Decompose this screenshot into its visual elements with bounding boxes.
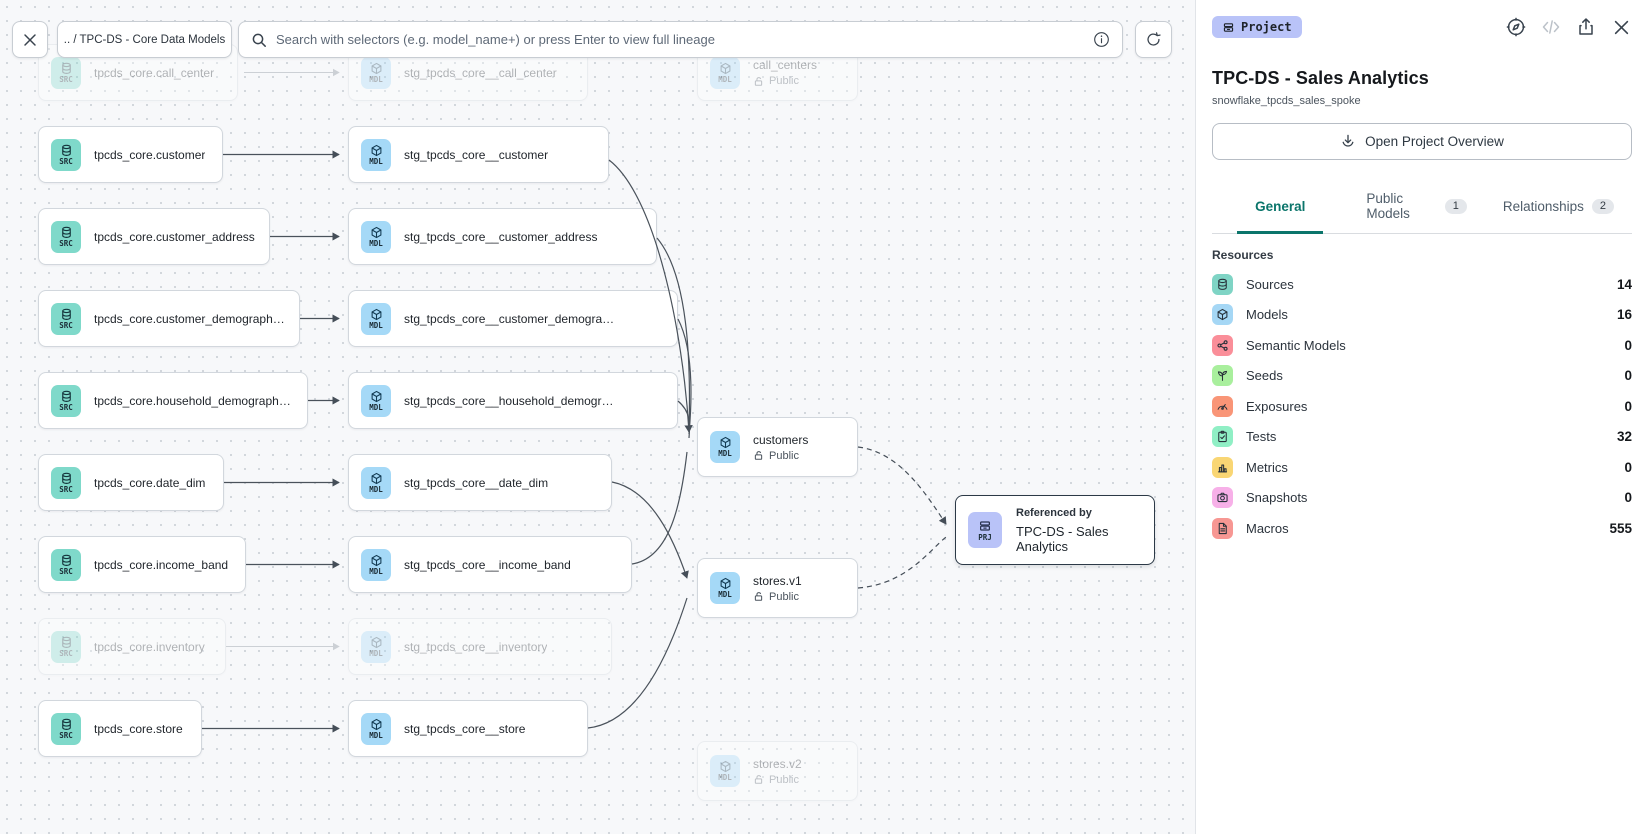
compass-icon bbox=[1506, 17, 1526, 37]
graph-node-model-stg-date-dim[interactable]: MDL stg_tpcds_core__date_dim bbox=[348, 454, 612, 511]
tab-count-badge: 1 bbox=[1444, 198, 1467, 214]
cube-icon: MDL bbox=[361, 220, 391, 253]
graph-node-source-income-band[interactable]: SRC tpcds_core.income_band bbox=[38, 536, 246, 593]
open-overview-icon bbox=[1342, 134, 1354, 147]
database-icon: SRC bbox=[51, 466, 81, 499]
resource-row-models[interactable]: Models 16 bbox=[1212, 300, 1632, 331]
lock-open-icon bbox=[754, 451, 763, 460]
graph-node-project-referenced-by[interactable]: PRJ Referenced by TPC-DS - Sales Analyti… bbox=[955, 495, 1155, 565]
database-icon: SRC bbox=[51, 220, 81, 253]
database-icon: SRC bbox=[51, 384, 81, 417]
graph-node-source-inventory[interactable]: SRC tpcds_core.inventory bbox=[38, 618, 226, 675]
cube-icon: MDL bbox=[361, 302, 391, 335]
project-stack-icon: PRJ bbox=[968, 512, 1002, 548]
cube-icon: MDL bbox=[361, 630, 391, 663]
camera-icon bbox=[1212, 487, 1233, 509]
resource-row-sources[interactable]: Sources 14 bbox=[1212, 269, 1632, 300]
cube-icon: MDL bbox=[361, 466, 391, 499]
breadcrumb[interactable]: .. / TPC-DS - Core Data Models bbox=[57, 21, 232, 58]
graph-node-source-customer-demographics[interactable]: SRC tpcds_core.customer_demographics bbox=[38, 290, 300, 347]
gauge-icon bbox=[1212, 395, 1233, 417]
cube-icon bbox=[1212, 304, 1233, 326]
seedling-icon bbox=[1212, 365, 1233, 387]
resource-row-snapshots[interactable]: Snapshots 0 bbox=[1212, 483, 1632, 514]
close-lineage-button[interactable] bbox=[12, 21, 48, 58]
tab-count-badge: 2 bbox=[1591, 198, 1614, 214]
cube-icon: MDL bbox=[710, 431, 740, 463]
branch-nodes-icon bbox=[1212, 334, 1233, 356]
project-type-badge: Project bbox=[1212, 16, 1302, 38]
close-icon bbox=[1614, 20, 1628, 34]
database-icon: SRC bbox=[51, 56, 81, 89]
resource-row-metrics[interactable]: Metrics 0 bbox=[1212, 452, 1632, 483]
graph-node-source-customer[interactable]: SRC tpcds_core.customer bbox=[38, 126, 223, 183]
close-panel-button[interactable] bbox=[1610, 16, 1632, 38]
open-project-overview-button[interactable]: Open Project Overview bbox=[1212, 123, 1632, 160]
cube-icon: MDL bbox=[710, 572, 740, 604]
graph-node-model-stg-customer-address[interactable]: MDL stg_tpcds_core__customer_address bbox=[348, 208, 657, 265]
graph-node-model-stg-customer-demographics[interactable]: MDL stg_tpcds_core__customer_demogra… bbox=[348, 290, 678, 347]
lineage-search[interactable] bbox=[238, 21, 1123, 58]
database-icon: SRC bbox=[51, 712, 81, 745]
graph-node-model-stg-store[interactable]: MDL stg_tpcds_core__store bbox=[348, 700, 588, 757]
project-schema-subtitle: snowflake_tpcds_sales_spoke bbox=[1212, 95, 1361, 107]
graph-node-source-store[interactable]: SRC tpcds_core.store bbox=[38, 700, 202, 757]
graph-node-model-stores-v1[interactable]: MDL stores.v1 Public bbox=[697, 558, 858, 618]
cube-icon: MDL bbox=[710, 755, 740, 787]
details-panel: Project TPC-DS - Sales Analytics snowfla… bbox=[1195, 0, 1648, 834]
cube-icon: MDL bbox=[361, 138, 391, 171]
share-icon bbox=[1579, 18, 1593, 35]
resource-row-seeds[interactable]: Seeds 0 bbox=[1212, 361, 1632, 392]
clipboard-check-icon bbox=[1212, 426, 1233, 448]
refresh-icon bbox=[1147, 32, 1161, 46]
cube-icon: MDL bbox=[361, 384, 391, 417]
close-icon bbox=[24, 33, 36, 46]
page-title: TPC-DS - Sales Analytics bbox=[1212, 68, 1429, 88]
graph-node-source-household-demographics[interactable]: SRC tpcds_core.household_demographics bbox=[38, 372, 308, 429]
graph-node-model-stg-inventory[interactable]: MDL stg_tpcds_core__inventory bbox=[348, 618, 612, 675]
graph-node-model-stg-household-demographics[interactable]: MDL stg_tpcds_core__household_demogr… bbox=[348, 372, 678, 429]
resources-list: Sources 14 Models 16 Semantic Models 0 S… bbox=[1212, 269, 1632, 544]
code-icon bbox=[1542, 20, 1560, 34]
database-icon: SRC bbox=[51, 548, 81, 581]
resource-row-macros[interactable]: Macros 555 bbox=[1212, 513, 1632, 544]
cube-icon: MDL bbox=[361, 712, 391, 745]
graph-node-model-stg-customer[interactable]: MDL stg_tpcds_core__customer bbox=[348, 126, 609, 183]
cube-icon: MDL bbox=[361, 56, 391, 89]
search-icon bbox=[252, 33, 266, 47]
document-icon bbox=[1212, 517, 1233, 539]
info-icon[interactable] bbox=[1093, 31, 1110, 48]
project-stack-icon bbox=[1223, 22, 1234, 32]
lock-open-icon bbox=[754, 76, 763, 86]
refresh-lineage-button[interactable] bbox=[1135, 21, 1172, 58]
explore-lineage-button[interactable] bbox=[1505, 16, 1527, 38]
cube-icon: MDL bbox=[710, 56, 740, 89]
search-input[interactable] bbox=[276, 32, 1084, 47]
database-icon: SRC bbox=[51, 302, 81, 335]
graph-node-source-date-dim[interactable]: SRC tpcds_core.date_dim bbox=[38, 454, 224, 511]
database-icon bbox=[1212, 273, 1233, 295]
tab-general[interactable]: General bbox=[1237, 182, 1324, 234]
graph-node-source-customer-address[interactable]: SRC tpcds_core.customer_address bbox=[38, 208, 270, 265]
graph-node-model-stg-income-band[interactable]: MDL stg_tpcds_core__income_band bbox=[348, 536, 632, 593]
cube-icon: MDL bbox=[361, 548, 391, 581]
graph-node-model-customers[interactable]: MDL customers Public bbox=[697, 417, 858, 477]
share-button[interactable] bbox=[1575, 16, 1597, 38]
lock-open-icon bbox=[754, 775, 763, 784]
graph-node-model-stores-v2[interactable]: MDL stores.v2 Public bbox=[697, 741, 858, 801]
resource-row-exposures[interactable]: Exposures 0 bbox=[1212, 391, 1632, 422]
bar-chart-icon bbox=[1212, 456, 1233, 478]
view-code-button[interactable] bbox=[1540, 16, 1562, 38]
lock-open-icon bbox=[754, 592, 763, 601]
lineage-canvas[interactable]: SRC tpcds_core.call_center SRC tpcds_cor… bbox=[0, 0, 1195, 834]
database-icon: SRC bbox=[51, 138, 81, 171]
resources-heading: Resources bbox=[1212, 248, 1274, 262]
resource-row-tests[interactable]: Tests 32 bbox=[1212, 422, 1632, 453]
database-icon: SRC bbox=[51, 630, 81, 663]
resource-row-semantic-models[interactable]: Semantic Models 0 bbox=[1212, 330, 1632, 361]
